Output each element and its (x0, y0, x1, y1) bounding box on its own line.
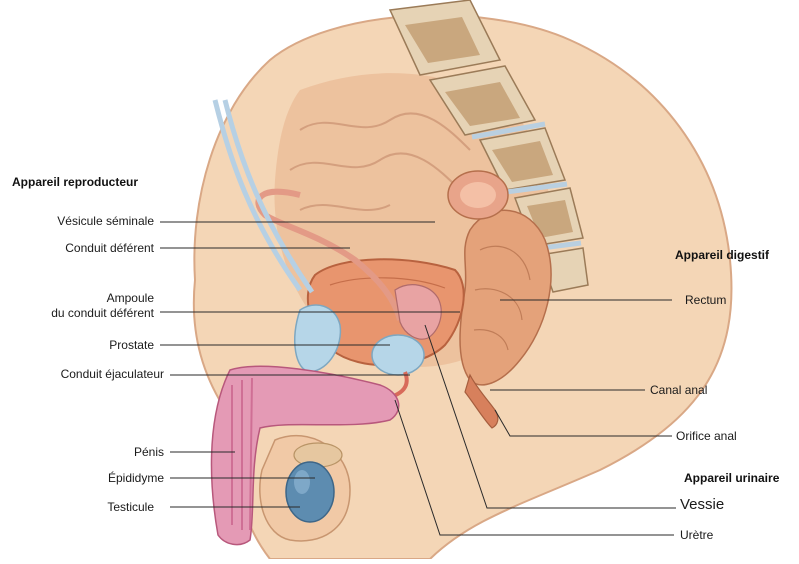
label-penis: Pénis (134, 445, 164, 459)
label-ejaculatory-duct: Conduit éjaculateur (61, 367, 164, 381)
testicle-shape (286, 462, 334, 522)
label-rectum: Rectum (685, 293, 726, 307)
label-ampulla-line1: Ampoule (107, 291, 154, 305)
label-anal-canal: Canal anal (650, 383, 707, 397)
section-reproductive: Appareil reproducteur (12, 175, 138, 189)
label-anal-orifice: Orifice anal (676, 429, 737, 443)
section-urinary: Appareil urinaire (684, 471, 779, 485)
label-seminal-vesicle: Vésicule séminale (57, 214, 154, 228)
label-ampulla-line2: du conduit déférent (51, 306, 154, 320)
label-vas-deferens: Conduit déférent (65, 241, 154, 255)
label-bladder: Vessie (680, 498, 724, 512)
label-testicle: Testicule (107, 500, 154, 514)
prostate-shape (372, 335, 424, 375)
label-epididymis: Épididyme (108, 471, 164, 485)
section-digestive: Appareil digestif (675, 248, 769, 262)
label-prostate: Prostate (109, 338, 154, 352)
label-urethra: Urètre (680, 528, 713, 542)
